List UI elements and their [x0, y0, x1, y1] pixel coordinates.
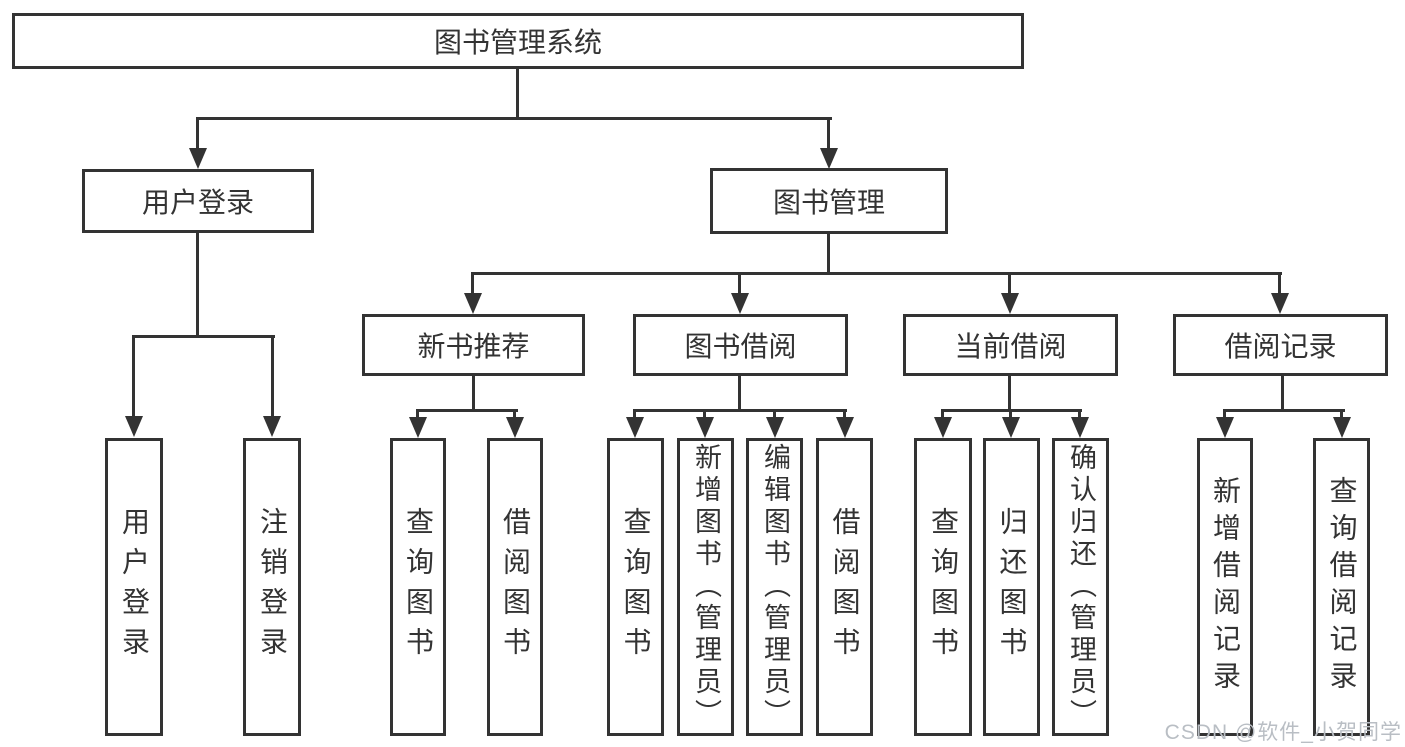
connector-stem — [472, 376, 475, 409]
node-current-borrowing: 当前借阅 — [903, 314, 1118, 376]
arrowhead-down-icon — [1271, 293, 1289, 314]
arrowhead-down-icon — [263, 416, 281, 437]
arrowhead-down-icon — [189, 148, 207, 169]
connector-stem — [1009, 409, 1012, 417]
arrowhead-down-icon — [125, 416, 143, 437]
connector-stem — [416, 409, 419, 417]
leaf-return-books: 归还图书 — [983, 438, 1040, 736]
connector-rail — [1223, 409, 1345, 412]
connector-stem — [843, 409, 846, 417]
arrowhead-down-icon — [1002, 417, 1020, 438]
connector-stem — [471, 272, 474, 296]
arrowhead-down-icon — [820, 148, 838, 169]
arrowhead-down-icon — [766, 417, 784, 438]
connector-stem — [1281, 376, 1284, 409]
leaf-edit-books-admin: 编辑图书（管理员） — [746, 438, 803, 736]
connector-stem — [1008, 376, 1011, 409]
node-user-login: 用户登录 — [82, 169, 314, 233]
node-new-book-recommendation: 新书推荐 — [362, 314, 585, 376]
connector-rail — [416, 409, 518, 412]
arrowhead-down-icon — [409, 417, 427, 438]
connector-stem — [703, 409, 706, 417]
leaf-borrow-books: 借阅图书 — [487, 438, 543, 736]
connector-stem — [941, 409, 944, 417]
node-borrowing-records: 借阅记录 — [1173, 314, 1388, 376]
arrowhead-down-icon — [506, 417, 524, 438]
node-root: 图书管理系统 — [12, 13, 1024, 69]
connector-stem — [738, 376, 741, 409]
leaf-add-borrow-record: 新增借阅记录 — [1197, 438, 1253, 736]
csdn-watermark: CSDN @软件_小贺同学 — [1164, 721, 1402, 744]
connector-stem — [1278, 272, 1281, 296]
arrowhead-down-icon — [1333, 417, 1351, 438]
connector-stem — [132, 335, 135, 417]
leaf-confirm-return-admin: 确认归还（管理员） — [1052, 438, 1109, 736]
node-book-management: 图书管理 — [710, 168, 948, 234]
leaf-query-books: 查询图书 — [914, 438, 972, 736]
arrowhead-down-icon — [934, 417, 952, 438]
connector-stem — [196, 117, 199, 151]
connector-rail — [633, 409, 847, 412]
arrowhead-down-icon — [836, 417, 854, 438]
leaf-user-login: 用户登录 — [105, 438, 163, 736]
connector-rail — [132, 335, 275, 338]
connector-stem — [1078, 409, 1081, 417]
leaf-add-books-admin: 新增图书（管理员） — [677, 438, 734, 736]
connector-stem — [271, 335, 274, 417]
arrowhead-down-icon — [1071, 417, 1089, 438]
arrowhead-down-icon — [696, 417, 714, 438]
connector-root-rail — [196, 117, 832, 120]
arrowhead-down-icon — [1216, 417, 1234, 438]
connector-stem — [513, 409, 516, 417]
arrowhead-down-icon — [464, 293, 482, 314]
connector-stem — [1008, 272, 1011, 296]
connector-stem — [738, 272, 741, 296]
connector-stem — [1340, 409, 1343, 417]
connector-stem — [196, 233, 199, 337]
connector-rail — [471, 272, 1282, 275]
leaf-borrow-books: 借阅图书 — [816, 438, 873, 736]
leaf-query-books: 查询图书 — [390, 438, 446, 736]
leaf-query-books: 查询图书 — [607, 438, 664, 736]
arrowhead-down-icon — [731, 293, 749, 314]
arrowhead-down-icon — [626, 417, 644, 438]
arrowhead-down-icon — [1001, 293, 1019, 314]
connector-stem — [827, 117, 830, 151]
leaf-logout: 注销登录 — [243, 438, 301, 736]
connector-stem — [773, 409, 776, 417]
connector-root-stem — [516, 69, 519, 120]
connector-stem — [827, 234, 830, 275]
leaf-query-borrow-record: 查询借阅记录 — [1313, 438, 1370, 736]
connector-stem — [1223, 409, 1226, 417]
connector-stem — [633, 409, 636, 417]
node-book-borrowing: 图书借阅 — [633, 314, 848, 376]
